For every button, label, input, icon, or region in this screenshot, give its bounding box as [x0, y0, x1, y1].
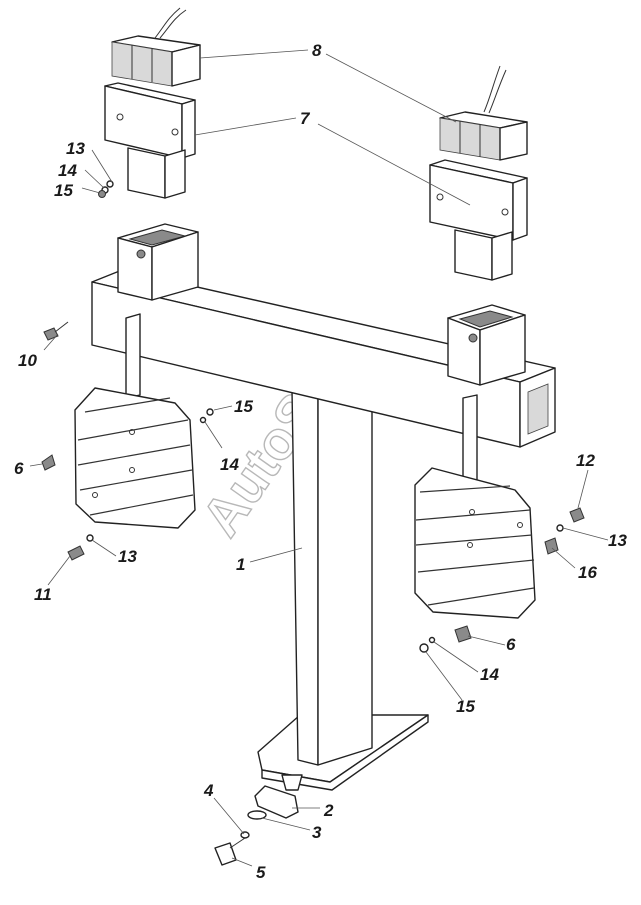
wingnut-6-icon — [454, 625, 472, 643]
washer-14-icon — [428, 636, 436, 644]
vertical-post — [291, 371, 373, 766]
callout-16: 16 — [578, 563, 597, 582]
nut-15-icon — [419, 643, 429, 653]
socket-bolt-icon — [468, 333, 478, 343]
left-socket — [117, 223, 199, 301]
right-bracket-plate — [429, 159, 528, 281]
callout-15-right: 15 — [456, 697, 475, 716]
callout-5: 5 — [256, 863, 266, 882]
callout-13-left: 13 — [118, 547, 137, 566]
screw-12-icon — [569, 507, 585, 523]
fasteners — [41, 180, 585, 653]
right-mirror — [414, 394, 536, 619]
left-lamp-block — [111, 7, 201, 87]
callout-6-left: 6 — [14, 459, 24, 478]
nut-15-icon — [98, 190, 106, 198]
callout-13-top: 13 — [66, 139, 85, 158]
callout-8: 8 — [312, 41, 322, 60]
callout-14-left: 14 — [220, 455, 239, 474]
callout-1: 1 — [236, 555, 245, 574]
callout-6-right: 6 — [506, 635, 516, 654]
callout-15-top: 15 — [54, 181, 73, 200]
left-mirror — [74, 313, 196, 529]
washer-icon — [240, 831, 250, 839]
screw-13-icon — [106, 180, 114, 188]
horizontal-beam — [91, 269, 556, 448]
bolt-10-icon — [43, 327, 59, 341]
clamp-hardware — [214, 785, 299, 866]
callout-4: 4 — [203, 781, 214, 800]
left-bracket-plate — [104, 82, 196, 199]
callout-14-right: 14 — [480, 665, 499, 684]
nut-15-icon — [206, 408, 214, 416]
callout-7: 7 — [300, 109, 311, 128]
callout-10: 10 — [18, 351, 37, 370]
callout-13-right: 13 — [608, 531, 627, 550]
callout-11: 11 — [34, 585, 52, 604]
wingnut-6-icon — [41, 454, 56, 471]
screw-11-icon — [67, 545, 85, 561]
callout-labels: 8 7 13 14 15 10 15 14 6 13 11 1 12 13 16… — [14, 41, 627, 882]
callout-3: 3 — [312, 823, 322, 842]
washer-icon — [247, 810, 267, 820]
right-socket — [447, 304, 526, 386]
callout-15-left: 15 — [234, 397, 253, 416]
screw-13-icon — [556, 524, 564, 532]
callout-2: 2 — [323, 801, 334, 820]
right-lamp-block — [439, 65, 528, 161]
socket-bolt-icon — [136, 249, 146, 259]
washer-14-icon — [199, 416, 207, 424]
callout-12: 12 — [576, 451, 595, 470]
leader-lines — [29, 49, 609, 867]
callout-14-top: 14 — [58, 161, 77, 180]
screw-13-icon — [86, 534, 94, 542]
